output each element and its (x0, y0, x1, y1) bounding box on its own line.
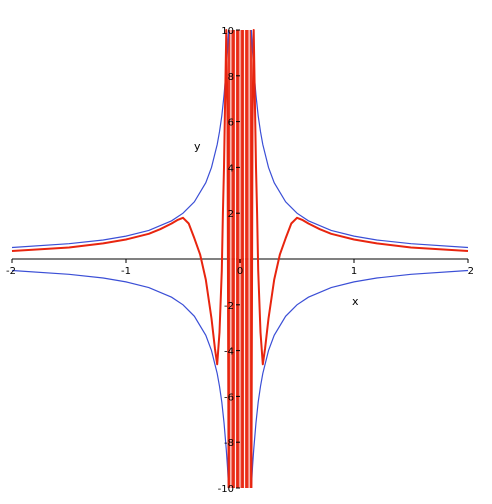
x-axis-label: x (352, 295, 359, 308)
envelope-upper-left (11, 29, 230, 249)
x-tick-label: -2 (6, 266, 16, 277)
x-tick-label: -1 (121, 266, 131, 277)
y-tick-label: -8 (224, 438, 234, 449)
y-tick-label: -4 (224, 347, 234, 358)
envelope-lower-right (250, 269, 469, 489)
y-tick-label: 4 (228, 163, 234, 174)
x-tick-label: 2 (468, 266, 474, 277)
envelope-lower-left (11, 269, 230, 489)
oscillating-curve-right (250, 29, 469, 489)
y-tick-label: -10 (218, 484, 234, 495)
envelope-upper-right (250, 29, 469, 249)
x-tick-label: 0 (237, 266, 243, 277)
y-tick-label: 10 (221, 26, 234, 37)
y-tick-label: 2 (228, 209, 234, 220)
y-tick-label: -2 (224, 301, 234, 312)
y-tick-label: 6 (228, 118, 234, 129)
y-tick-label: -6 (224, 392, 234, 403)
x-tick-label: 1 (351, 266, 357, 277)
oscillating-curve-left (11, 29, 230, 489)
y-tick-label: 8 (228, 72, 234, 83)
y-axis-label: y (194, 140, 201, 153)
